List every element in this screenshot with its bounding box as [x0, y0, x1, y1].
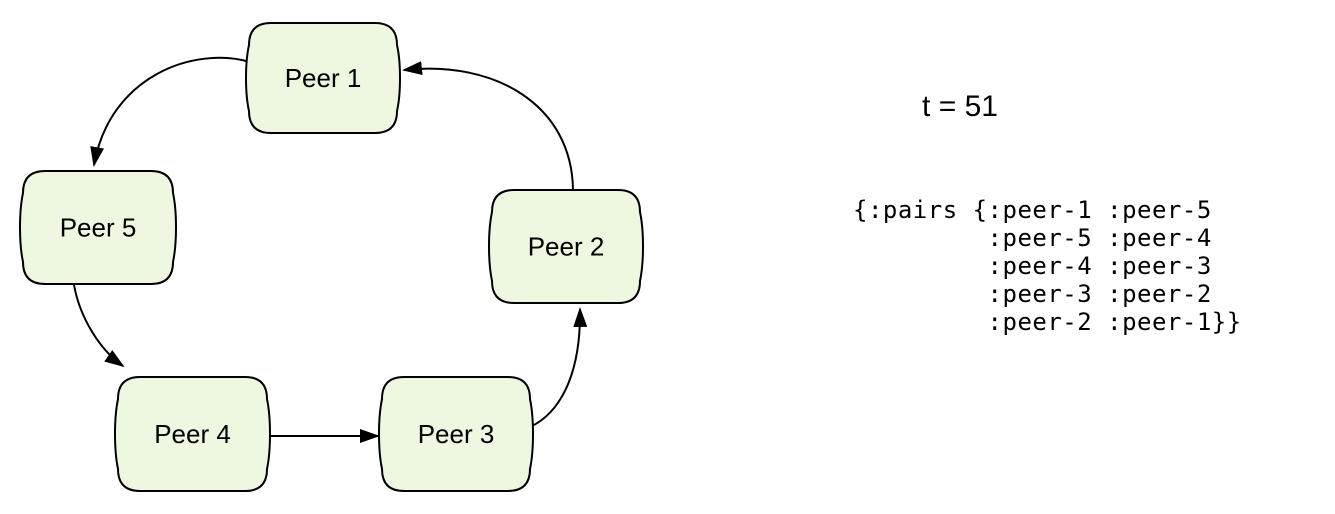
node-peer-1: Peer 1: [245, 22, 401, 134]
code-line: {:pairs {:peer-1 :peer-5: [853, 196, 1212, 224]
edge-peer-2-to-peer-1: [402, 61, 574, 191]
edges-layer: [73, 56, 588, 443]
timer-label: t = 51: [922, 90, 998, 123]
node-peer-5-label: Peer 5: [60, 213, 137, 243]
node-peer-3-label: Peer 3: [418, 419, 495, 449]
node-peer-5-shape: [19, 170, 177, 285]
node-peer-4: Peer 4: [114, 376, 271, 492]
peer-ring-diagram: Peer 1 Peer 2 Peer 3 Peer 4 Peer 5: [19, 22, 644, 492]
code-line: :peer-3 :peer-2: [853, 280, 1212, 308]
nodes-layer: Peer 1 Peer 2 Peer 3 Peer 4 Peer 5: [19, 22, 644, 492]
node-peer-2-label: Peer 2: [528, 232, 605, 262]
code-line: :peer-5 :peer-4: [853, 224, 1212, 252]
node-peer-5: Peer 5: [19, 170, 177, 285]
edge-peer-5-to-peer-4: [73, 284, 125, 368]
edge-peer-1-to-peer-5: [90, 56, 251, 167]
code-line: :peer-4 :peer-3: [853, 252, 1212, 280]
node-peer-1-label: Peer 1: [285, 63, 362, 93]
node-peer-2-shape: [488, 189, 644, 304]
node-peer-3: Peer 3: [378, 376, 534, 492]
node-peer-2: Peer 2: [488, 189, 644, 304]
node-peer-1-shape: [245, 22, 401, 134]
code-line: :peer-2 :peer-1}}: [853, 308, 1242, 336]
node-peer-4-label: Peer 4: [154, 419, 231, 449]
edge-peer-3-to-peer-2: [529, 307, 588, 428]
node-peer-3-shape: [378, 376, 534, 492]
node-peer-4-shape: [114, 376, 271, 492]
pairs-code-block: {:pairs {:peer-1 :peer-5 :peer-5 :peer-4…: [853, 196, 1242, 336]
